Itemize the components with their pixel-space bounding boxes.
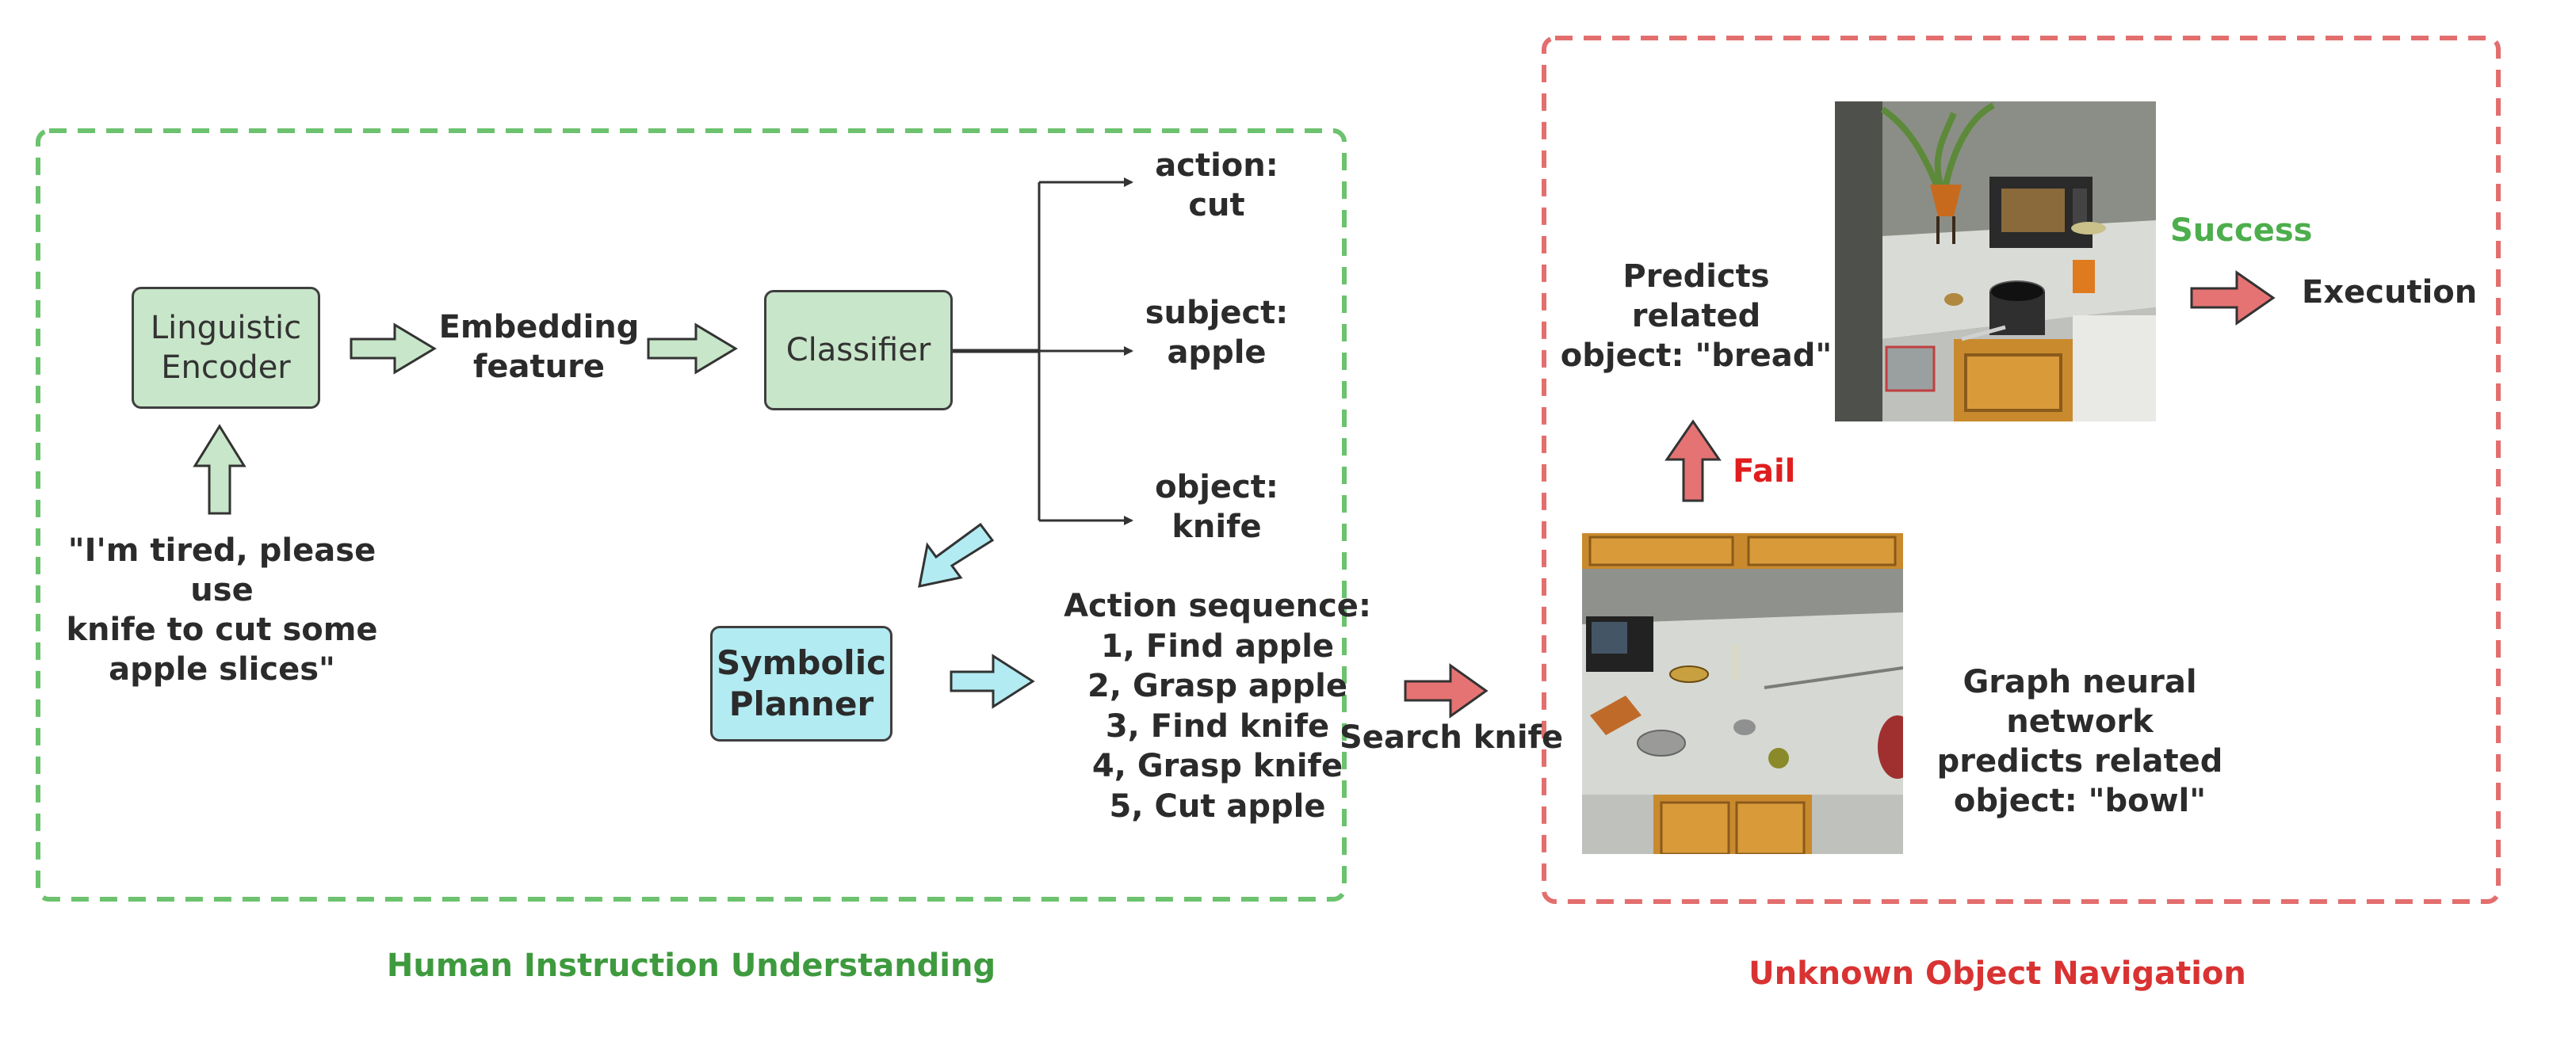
arrow-planner-to-sequence bbox=[950, 654, 1035, 709]
scene-image-kitchen-counter bbox=[1582, 533, 1903, 854]
arrow-to-execution bbox=[2190, 270, 2276, 326]
linguistic-encoder-box: Linguistic Encoder bbox=[132, 287, 320, 409]
arrow-encoder-to-embedding bbox=[350, 322, 437, 375]
kitchen-shelf-render bbox=[1835, 101, 2156, 421]
gnn-predicts-bowl-label: Graph neural network predicts related ob… bbox=[1936, 664, 2223, 819]
output-subject: subject: apple bbox=[1145, 295, 1289, 371]
action-sequence-title: Action sequence: bbox=[1064, 588, 1371, 624]
arrow-outputs-to-planner bbox=[918, 522, 995, 588]
scene-image-kitchen-shelf bbox=[1835, 101, 2156, 421]
symbolic-planner-label: Symbolic Planner bbox=[717, 643, 886, 723]
kitchen-counter-render bbox=[1582, 533, 1903, 854]
success-label: Success bbox=[2170, 212, 2313, 249]
linguistic-encoder-label: Linguistic Encoder bbox=[150, 310, 302, 386]
output-object: object: knife bbox=[1155, 469, 1278, 545]
navigation-panel-title: Unknown Object Navigation bbox=[1749, 955, 2246, 992]
sequence-step: 1, Find apple bbox=[1100, 627, 1335, 665]
sequence-step: 3, Find knife bbox=[1105, 707, 1330, 745]
embedding-feature-label: Embedding feature bbox=[438, 309, 640, 385]
classifier-box: Classifier bbox=[764, 290, 953, 410]
output-action: action: cut bbox=[1155, 147, 1278, 223]
sequence-step: 4, Grasp knife bbox=[1091, 748, 1343, 784]
instruction-text: "I'm tired, please use knife to cut some… bbox=[66, 532, 378, 688]
arrow-embedding-to-classifier bbox=[647, 322, 738, 375]
symbolic-planner-box: Symbolic Planner bbox=[710, 626, 892, 742]
understanding-panel-border bbox=[36, 128, 1347, 902]
arrow-instruction-to-encoder bbox=[193, 424, 247, 515]
action-sequence: Action sequence: 1, Find apple 2, Grasp … bbox=[1043, 586, 1392, 826]
arrow-fail-up bbox=[1664, 419, 1722, 502]
fail-label: Fail bbox=[1733, 453, 1796, 490]
classifier-label: Classifier bbox=[785, 332, 931, 368]
search-knife-label: Search knife bbox=[1340, 719, 1564, 756]
predicts-bread-label: Predicts related object: "bread" bbox=[1560, 258, 1833, 374]
execution-label: Execution bbox=[2302, 274, 2478, 311]
arrow-search-to-navigation bbox=[1404, 663, 1489, 719]
understanding-panel-title: Human Instruction Understanding bbox=[386, 948, 996, 984]
sequence-step: 5, Cut apple bbox=[1109, 787, 1326, 825]
navigation-panel-border bbox=[1542, 36, 2501, 904]
sequence-step: 2, Grasp apple bbox=[1087, 668, 1347, 704]
